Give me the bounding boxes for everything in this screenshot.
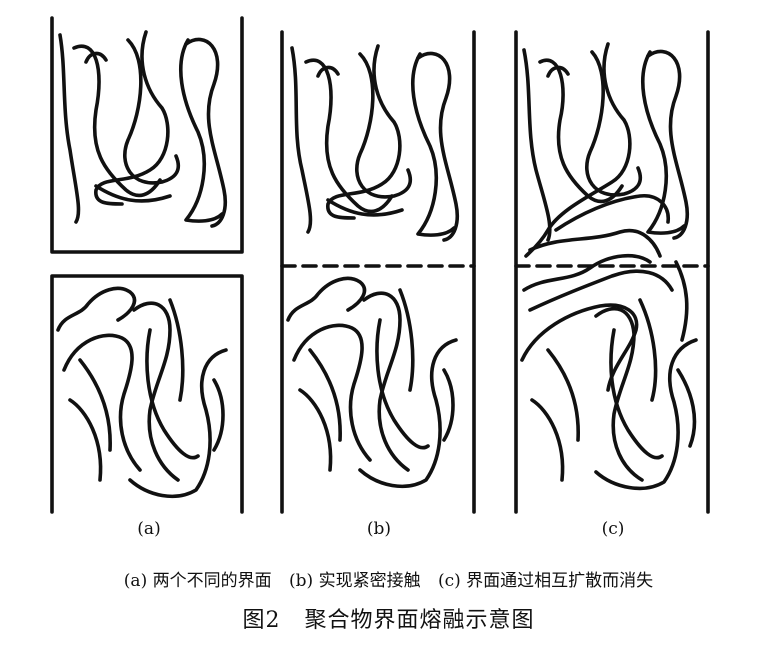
panel-c-upper-chain [554, 194, 670, 232]
panel-a-upper-chain [58, 33, 81, 224]
panel-c-lower-chain [594, 338, 698, 491]
panel-c-lower-chain [676, 368, 697, 448]
panel-c-upper-chain [546, 65, 570, 78]
caption-item-a: (a) 两个不同的界面 [123, 571, 272, 591]
panel-b-upper-chain [290, 46, 313, 234]
figure-caption: (a) 两个不同的界面 (b) 实现紧密接触 (c) 界面通过相互扩散而消失 [0, 566, 777, 591]
caption-item-b: (b) 实现紧密接触 [289, 571, 421, 591]
panel-a-lower-chain [56, 286, 137, 332]
panel-a-lower-chain [68, 398, 103, 482]
panel-c-upper-chain [522, 48, 552, 242]
panel-b-upper-chain [326, 44, 402, 220]
panel-b-lower-chain [442, 368, 455, 442]
panel-a-lower-chain [128, 348, 228, 499]
panel-a-label: (a) [137, 519, 161, 539]
panel-a-lower-chain [62, 333, 142, 472]
panel-a-upper-box [50, 16, 244, 254]
panel-b-lower-chain [298, 388, 333, 472]
panel-b-lower-chain [286, 276, 367, 322]
panel-b-lower-chain [308, 348, 342, 442]
panel-a-upper-chain [123, 38, 181, 185]
panel-b-lower-chain [292, 323, 372, 462]
panel-c-label: (c) [601, 519, 625, 539]
panel-a-lower-chain [78, 358, 112, 452]
panel-a-upper-chain [184, 37, 228, 228]
panel-b-upper-chain [304, 58, 394, 214]
panel-b-upper-chain [355, 52, 413, 199]
panel-b [280, 30, 476, 514]
panel-c-upper-chain [524, 42, 632, 258]
panel-c-crossing-chain [674, 260, 689, 342]
panel-b-lower-chain [398, 288, 415, 392]
panel-c-crossing-chain [522, 253, 652, 292]
panel-c [514, 30, 710, 514]
panel-c-upper-chain [585, 50, 643, 197]
panel-c-lower-chain [530, 398, 565, 482]
panel-c-lower-chain [638, 298, 658, 402]
panel-b-label: (b) [366, 519, 392, 539]
panel-a-upper-chain [94, 30, 170, 206]
panel-a-lower-chain [145, 328, 200, 460]
panel-a-lower-chain [168, 298, 185, 402]
panel-c-upper-chain [528, 228, 662, 258]
caption-item-c: (c) 界面通过相互扩散而消失 [437, 571, 654, 591]
panel-c-crossing-chain [528, 269, 674, 312]
panel-b-upper-chain [326, 198, 404, 217]
panel-c-upper-chain [646, 49, 690, 240]
panel-c-lower-chain [520, 303, 639, 392]
panel-a-lower-box [50, 274, 244, 514]
panel-c-upper-chain [538, 58, 624, 204]
panel-c-lower-chain [546, 348, 580, 442]
panel-b-upper-chain [416, 51, 460, 242]
panel-a-lower-chain [132, 301, 180, 482]
panel-a-lower-chain [212, 378, 225, 452]
panel-b-lower-chain [375, 318, 430, 450]
panel-b-lower-chain [362, 291, 410, 472]
figure-title: 图2 聚合物界面熔融示意图 [242, 608, 535, 633]
panel-a-upper-chain [72, 44, 162, 198]
panel-c-lower-chain [594, 306, 644, 482]
panel-a-upper-chain [178, 38, 224, 223]
panel-b-upper-chain [316, 65, 340, 78]
panel-c-lower-chain [609, 328, 664, 460]
panel-b-lower-chain [358, 338, 458, 489]
panel-c-upper-chain [640, 50, 686, 235]
panel-b-upper-chain [410, 52, 456, 237]
panel-a-upper-chain [84, 51, 108, 64]
panel-a [50, 16, 244, 514]
panel-a-upper-chain [94, 184, 172, 203]
